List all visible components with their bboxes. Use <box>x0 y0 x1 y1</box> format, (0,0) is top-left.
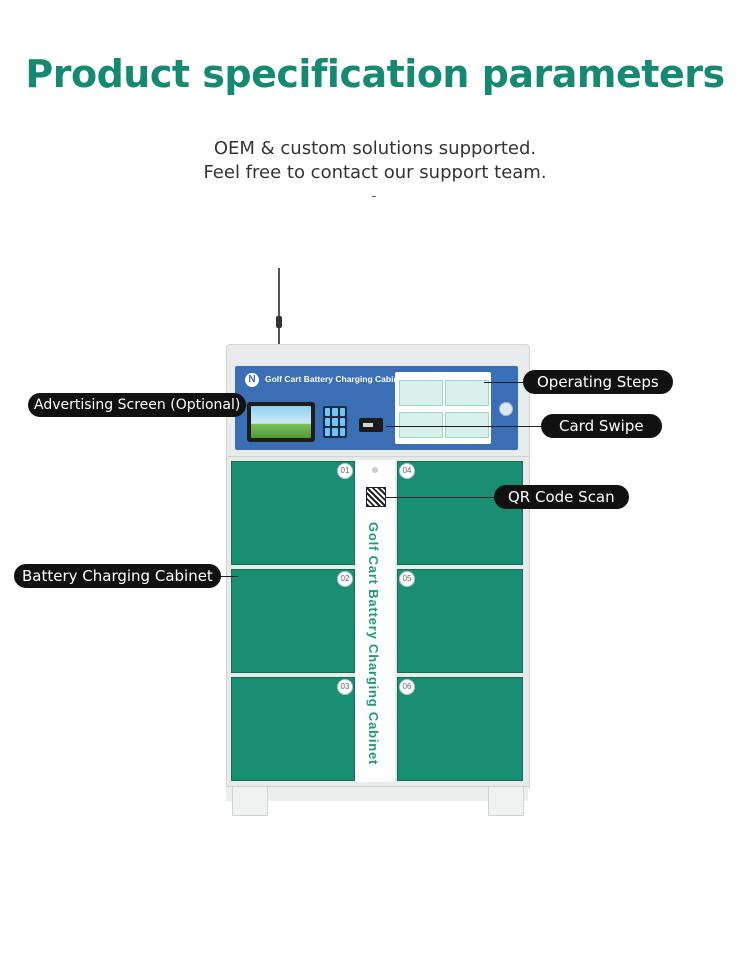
keypad <box>323 406 347 438</box>
callout-battery-cabinet: Battery Charging Cabinet <box>14 564 221 588</box>
door-06 <box>397 677 523 781</box>
cabinet-foot <box>232 786 268 816</box>
callout-advertising-screen: Advertising Screen (Optional) <box>28 393 247 417</box>
antenna-knob <box>276 316 282 328</box>
door-number: 04 <box>399 463 415 479</box>
leader-line <box>385 497 497 498</box>
callout-operating-steps: Operating Steps <box>523 370 673 394</box>
screen-image <box>251 406 311 438</box>
operating-steps-panel <box>395 372 491 444</box>
leader-line <box>214 576 238 577</box>
divider <box>372 196 376 197</box>
advertising-screen <box>247 402 315 442</box>
card-reader <box>359 418 383 432</box>
door-number: 01 <box>337 463 353 479</box>
door-01 <box>231 461 355 565</box>
step-box <box>399 380 443 406</box>
leader-line <box>386 426 542 427</box>
door-03 <box>231 677 355 781</box>
panel-title: Golf Cart Battery Charging Cabinet <box>265 374 407 384</box>
door-number: 06 <box>399 679 415 695</box>
door-number: 03 <box>337 679 353 695</box>
callout-qr-code-scan: QR Code Scan <box>494 485 629 509</box>
step-box <box>445 380 489 406</box>
center-strip <box>355 460 395 782</box>
side-brand-text: Golf Cart Battery Charging Cabinet <box>366 522 381 766</box>
step-box <box>399 412 443 438</box>
cabinet-base <box>226 786 528 801</box>
brand-logo-icon: N <box>245 373 259 387</box>
door-number: 05 <box>399 571 415 587</box>
door-02 <box>231 569 355 673</box>
door-05 <box>397 569 523 673</box>
antenna <box>278 268 280 348</box>
step-box <box>445 412 489 438</box>
callout-card-swipe: Card Swipe <box>541 414 662 438</box>
subtitle-line-1: OEM & custom solutions supported. <box>213 138 537 159</box>
page-title: Product specification parameters <box>25 52 725 96</box>
door-number: 02 <box>337 571 353 587</box>
door-04 <box>397 461 523 565</box>
qr-code-icon <box>366 487 386 507</box>
cabinet-foot <box>488 786 524 816</box>
panel-button-icon <box>499 402 513 416</box>
leader-line <box>484 382 524 383</box>
control-panel: N Golf Cart Battery Charging Cabinet <box>235 366 518 450</box>
subtitle-line-2: Feel free to contact our support team. <box>203 162 547 183</box>
lock-icon <box>372 467 378 473</box>
